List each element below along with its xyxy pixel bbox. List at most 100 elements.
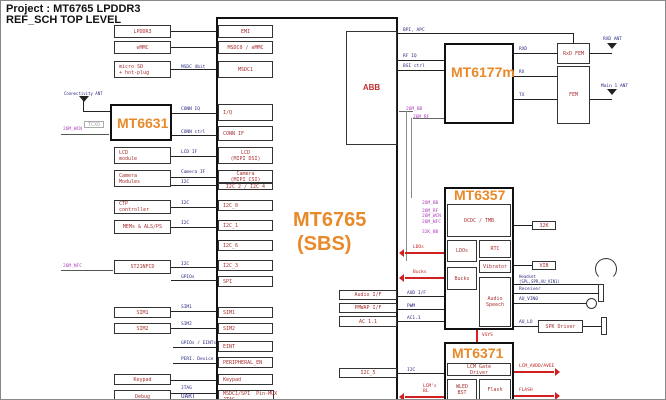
wire bbox=[514, 293, 598, 294]
wire bbox=[397, 309, 444, 310]
rxd-antenna-label: RXD ANT bbox=[603, 37, 622, 42]
fem: FEM bbox=[557, 66, 590, 124]
signal-ac: AC1.1 bbox=[407, 316, 421, 321]
signal-sim1: SIM1 bbox=[181, 305, 192, 310]
wire bbox=[171, 227, 217, 228]
port-sim1: SIM1 bbox=[218, 307, 273, 318]
signal-bpi-apc: BPI, APC bbox=[403, 28, 425, 33]
block-ctp: CTP controller bbox=[114, 200, 171, 214]
signal-i2c: I2C bbox=[181, 262, 190, 267]
wire bbox=[171, 380, 217, 381]
clock-26m-bb: 26M_BB bbox=[406, 107, 423, 112]
signal-rx: RX bbox=[519, 70, 525, 75]
wire bbox=[171, 393, 217, 394]
wire bbox=[514, 99, 557, 100]
signal-au-vin0: AU_VIN0 bbox=[519, 297, 538, 302]
signal-i2c: I2C bbox=[181, 201, 190, 206]
clock-26m-wcn: 26M_WCN bbox=[63, 127, 82, 132]
wire bbox=[61, 134, 109, 135]
port-msdc1-spi: MSDC1/SPI Pin-MUX JTAG bbox=[218, 390, 277, 399]
connectivity-antenna-label: Connectivity ANT bbox=[64, 91, 103, 96]
port-i2c5: I2C_5 bbox=[339, 368, 397, 378]
block-st21nfcd: ST21NFCD bbox=[114, 260, 171, 274]
block-micro-sd: micro SD + hot-plug bbox=[114, 61, 171, 78]
lcm-gate-driver: LCM Gate Driver bbox=[447, 363, 511, 376]
main-antenna-label: Main 1 ANT bbox=[601, 84, 629, 89]
port-i2c1: I2C_1 bbox=[218, 220, 273, 231]
ldos-output: LDOs bbox=[413, 245, 424, 250]
mt6631-chip bbox=[110, 104, 172, 141]
wire bbox=[397, 296, 444, 297]
signal-i2c: I2C bbox=[181, 180, 190, 185]
wire bbox=[514, 284, 599, 285]
signal-aud-if: AUD I/F bbox=[407, 291, 426, 296]
wire bbox=[514, 303, 587, 304]
port-eint: EINT bbox=[218, 341, 273, 352]
port-i2c2-i2c4: I2C_2 / I2C_4 bbox=[218, 183, 273, 190]
signal-au-lo: AU_LO bbox=[519, 320, 533, 325]
receiver-icon bbox=[598, 284, 604, 302]
speaker-icon bbox=[601, 317, 607, 335]
rxd-antenna-icon bbox=[607, 43, 617, 49]
wire bbox=[573, 33, 574, 43]
soc-sub: (SBS) bbox=[297, 233, 352, 255]
wire bbox=[171, 328, 217, 329]
wire bbox=[397, 373, 444, 374]
audio-speech-block: Audio Speech bbox=[479, 277, 511, 327]
bucks-block: Bucks bbox=[447, 267, 477, 290]
port-i2c6: I2C_6 bbox=[218, 240, 273, 251]
block-32k: 32K bbox=[532, 221, 556, 230]
block-emmc: eMMC bbox=[114, 41, 171, 54]
spk-driver: SPK Driver bbox=[538, 320, 583, 333]
wire bbox=[171, 311, 217, 312]
clk-out: 26M_NFC bbox=[422, 220, 441, 225]
signal-gpios-eints: GPIOs / EINTs bbox=[181, 341, 217, 346]
signal-pwm: PWM bbox=[407, 304, 416, 309]
clock-26m-rf: 26M_RF bbox=[413, 115, 429, 120]
bl-arrow bbox=[399, 393, 444, 399]
wire bbox=[171, 177, 217, 178]
flash-block: Flash bbox=[479, 379, 511, 399]
flash-arrow bbox=[514, 392, 560, 399]
signal-rf-iq: RF IQ bbox=[403, 54, 417, 59]
wire bbox=[406, 111, 407, 261]
clock-26m-nfc: 26M_NFC bbox=[63, 264, 82, 269]
block-keypad: Keypad bbox=[114, 374, 171, 385]
mt6631-name: MT6631 bbox=[117, 115, 169, 131]
wire bbox=[61, 270, 113, 271]
pmwap-if: PMWAP I/F bbox=[339, 303, 397, 313]
block-sim1: SIM1 bbox=[114, 307, 171, 318]
signal-conn-ctrl: CONN ctrl bbox=[181, 130, 206, 135]
port-keypad: Keypad bbox=[218, 374, 273, 385]
lcm-output: LCM_AVDD/AVEE bbox=[519, 364, 555, 369]
wire bbox=[397, 33, 573, 34]
mt6371-name: MT6371 bbox=[452, 345, 504, 361]
wire bbox=[83, 100, 84, 112]
vsys-label: VSYS bbox=[482, 333, 493, 338]
wire bbox=[590, 53, 612, 54]
port-emi: EMI bbox=[218, 25, 273, 38]
clk-out: 26M_RF bbox=[422, 209, 439, 214]
wire bbox=[514, 326, 538, 327]
mt6177m-chip bbox=[444, 43, 514, 124]
project-title: Project : MT6765 LPDDR3 bbox=[6, 3, 141, 15]
port-peripheral-en: PERIPHERAL_EN bbox=[218, 357, 273, 368]
ldos-arrow bbox=[399, 249, 444, 257]
wire bbox=[413, 118, 444, 119]
audio-if: Audio I/F bbox=[339, 290, 397, 300]
rtc-block: RTC bbox=[479, 240, 511, 258]
ac-if: AC 1.1 bbox=[339, 316, 397, 327]
port-msdc1: MSDC1 bbox=[218, 61, 273, 78]
port-iq: I/Q bbox=[218, 104, 273, 121]
main-antenna-icon bbox=[607, 89, 617, 95]
wire bbox=[411, 118, 412, 198]
signal-i2c: I2C bbox=[181, 221, 190, 226]
bl-output: LCM's BL bbox=[423, 384, 437, 394]
wire bbox=[83, 111, 110, 112]
port-sim2: SIM2 bbox=[218, 323, 273, 334]
level-title: REF_SCH TOP LEVEL bbox=[6, 14, 122, 26]
port-camera: Camera (MIPI CSI) bbox=[218, 170, 273, 183]
port-i2c0: I2C_0 bbox=[218, 200, 273, 211]
flash-output: FLASH bbox=[519, 388, 533, 393]
port-lcd: LCD (MIPI DSI) bbox=[218, 147, 273, 164]
